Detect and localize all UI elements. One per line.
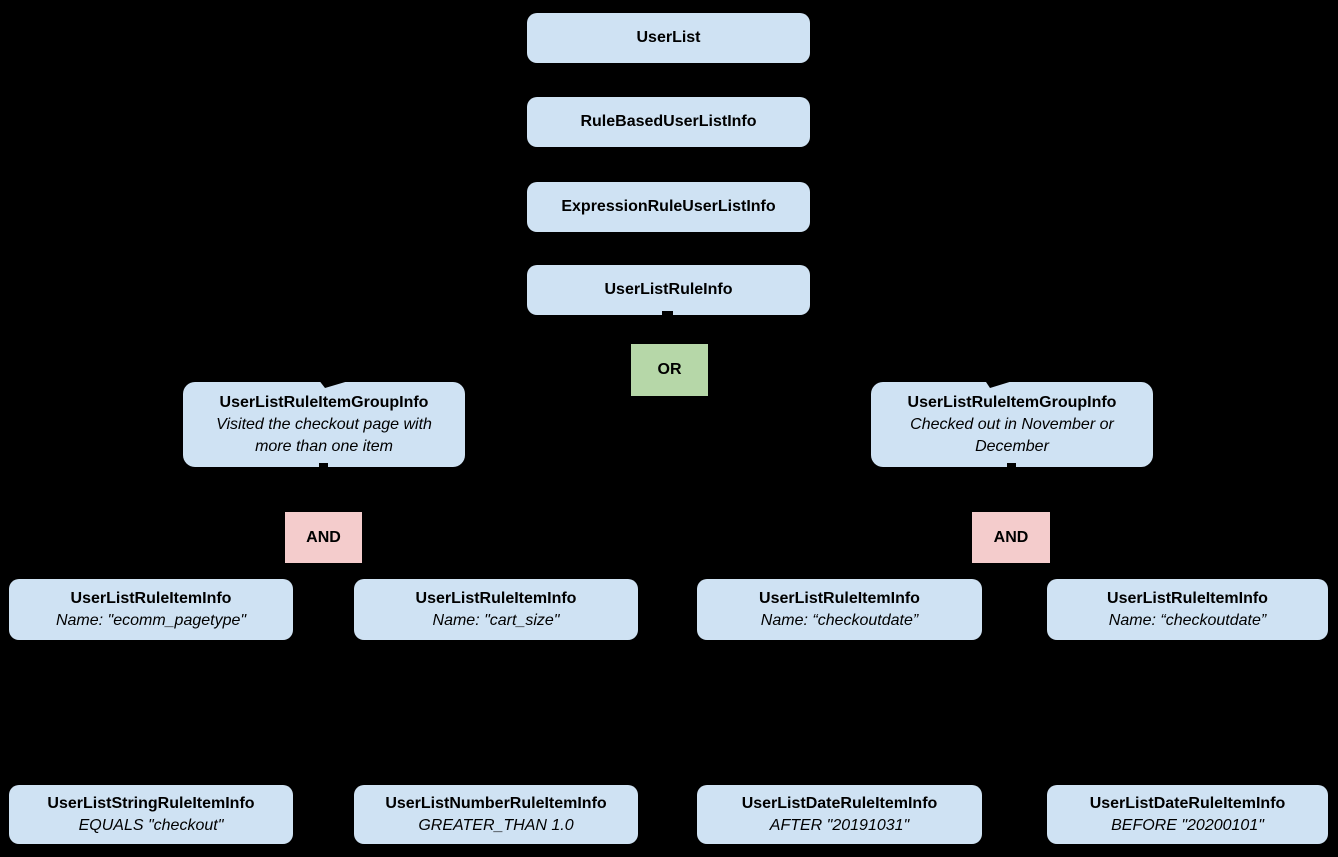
operand-node-date-after: UserListDateRuleItemInfo AFTER "20191031… xyxy=(697,785,982,844)
node-subtitle: GREATER_THAN 1.0 xyxy=(418,816,574,834)
node-subtitle: AFTER "20191031" xyxy=(769,816,910,834)
and-operator-node-left: AND xyxy=(285,512,362,563)
node-title: UserListDateRuleItemInfo xyxy=(1089,794,1286,812)
group-title: UserListRuleItemGroupInfo xyxy=(219,393,429,411)
node-title: UserListRuleItemInfo xyxy=(1107,589,1268,607)
operand-node-string: UserListStringRuleItemInfo EQUALS "check… xyxy=(9,785,293,844)
group-title: UserListRuleItemGroupInfo xyxy=(907,393,1117,411)
node-label: RuleBasedUserListInfo xyxy=(580,113,757,130)
or-operator-node: OR xyxy=(631,344,708,396)
rule-item-node-2: UserListRuleItemInfo Name: "cart_size" xyxy=(354,579,638,640)
group-node-left: UserListRuleItemGroupInfo Visited the ch… xyxy=(183,382,465,467)
operator-label: OR xyxy=(657,361,682,378)
group-node-right: UserListRuleItemGroupInfo Checked out in… xyxy=(871,382,1153,467)
node-subtitle: BEFORE "20200101" xyxy=(1111,816,1264,834)
node-expression-rule-user-list-info: ExpressionRuleUserListInfo xyxy=(527,182,810,232)
group-description: Checked out in November or December xyxy=(910,415,1114,455)
operand-node-number: UserListNumberRuleItemInfo GREATER_THAN … xyxy=(354,785,638,844)
operand-node-date-before: UserListDateRuleItemInfo BEFORE "2020010… xyxy=(1047,785,1328,844)
node-title: UserListStringRuleItemInfo xyxy=(47,794,255,812)
node-subtitle: Name: "ecomm_pagetype" xyxy=(55,611,247,629)
node-subtitle: Name: “checkoutdate” xyxy=(1108,611,1267,629)
node-subtitle: EQUALS "checkout" xyxy=(78,816,224,834)
node-title: UserListRuleItemInfo xyxy=(759,589,920,607)
node-title: UserListNumberRuleItemInfo xyxy=(385,794,607,812)
node-user-list-rule-info: UserListRuleInfo xyxy=(527,265,810,315)
operator-label: AND xyxy=(306,528,341,546)
operator-label: AND xyxy=(993,528,1029,546)
node-subtitle: Name: “checkoutdate” xyxy=(760,611,919,629)
rule-item-node-4: UserListRuleItemInfo Name: “checkoutdate… xyxy=(1047,579,1328,640)
node-subtitle: Name: "cart_size" xyxy=(432,611,560,629)
node-title: UserListDateRuleItemInfo xyxy=(741,794,938,812)
node-userlist: UserList xyxy=(527,13,810,63)
node-rule-based-user-list-info: RuleBasedUserListInfo xyxy=(527,97,810,147)
rule-item-node-3: UserListRuleItemInfo Name: “checkoutdate… xyxy=(697,579,982,640)
group-description: Visited the checkout page with more than… xyxy=(216,415,432,455)
node-title: UserListRuleItemInfo xyxy=(70,589,232,607)
rule-item-node-1: UserListRuleItemInfo Name: "ecomm_pagety… xyxy=(9,579,293,640)
node-label: UserList xyxy=(636,29,701,46)
node-label: UserListRuleInfo xyxy=(604,281,733,298)
and-operator-node-right: AND xyxy=(972,512,1050,563)
node-title: UserListRuleItemInfo xyxy=(415,589,577,607)
node-label: ExpressionRuleUserListInfo xyxy=(561,198,776,215)
